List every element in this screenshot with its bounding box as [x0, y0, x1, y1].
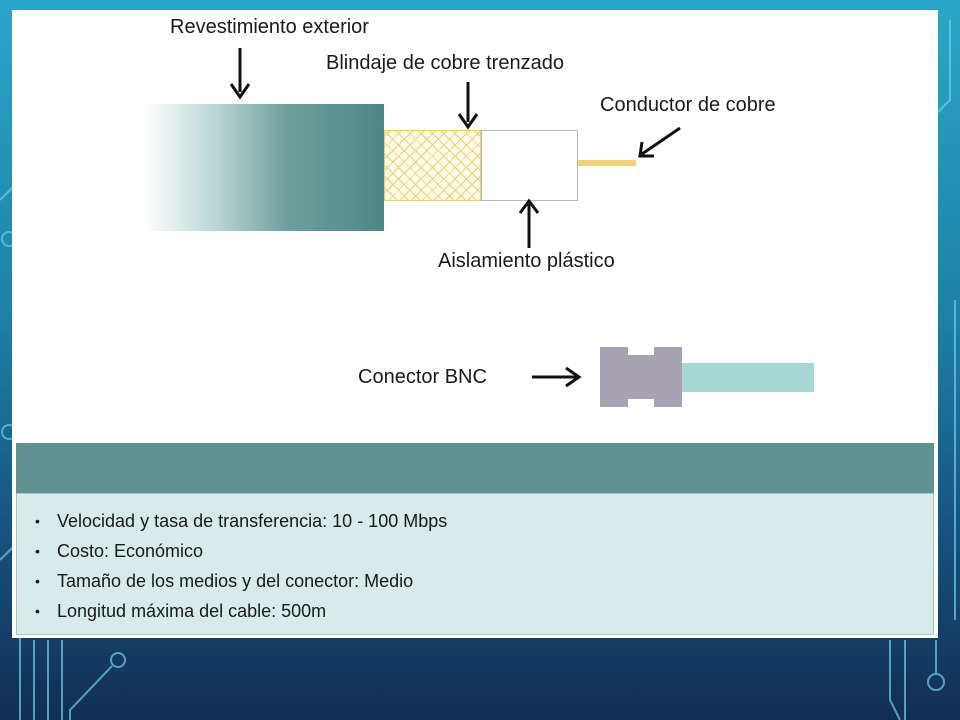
spec-item-cost: • Costo: Económico [35, 536, 447, 566]
bnc-connector-cable [682, 363, 814, 392]
bnc-connector-body [600, 347, 682, 407]
bnc-connector-label: Conector BNC [358, 366, 487, 388]
bnc-connector-arrow-icon [532, 366, 582, 388]
bullet: • [35, 513, 40, 529]
bullet: • [35, 603, 40, 619]
bullet: • [35, 573, 40, 589]
spec-text: Velocidad y tasa de transferencia: 10 - … [57, 511, 448, 531]
plastic-insulation-label: Aislamiento plástico [438, 250, 615, 272]
outer-jacket-arrow-icon [229, 48, 251, 100]
copper-conductor-arrow-icon [638, 126, 681, 158]
bullet: • [35, 543, 40, 559]
spec-text: Costo: Económico [57, 541, 204, 561]
spec-text: Tamaño de los medios y del conector: Med… [57, 571, 414, 591]
diagram-panel: Revestimiento exterior Blindaje de cobre… [12, 10, 938, 638]
plastic-insulation-arrow-icon [518, 198, 540, 248]
specs-header-bar [16, 443, 934, 493]
specs-box: • Velocidad y tasa de transferencia: 10 -… [16, 493, 934, 635]
spec-item-speed: • Velocidad y tasa de transferencia: 10 -… [35, 506, 447, 536]
outer-jacket-label: Revestimiento exterior [170, 16, 369, 38]
braided-shield-arrow-icon [457, 82, 479, 130]
cable-copper-conductor [578, 160, 636, 166]
specs-list: • Velocidad y tasa de transferencia: 10 -… [35, 506, 447, 626]
cable-plastic-insulation [481, 130, 578, 201]
spec-item-size: • Tamaño de los medios y del conector: Me… [35, 566, 447, 596]
copper-conductor-label: Conductor de cobre [600, 94, 776, 116]
spec-item-length: • Longitud máxima del cable: 500m [35, 596, 447, 626]
cable-outer-jacket [144, 104, 384, 231]
spec-text: Longitud máxima del cable: 500m [57, 601, 327, 621]
cable-braided-shield [384, 130, 481, 201]
braided-shield-label: Blindaje de cobre trenzado [326, 52, 564, 74]
